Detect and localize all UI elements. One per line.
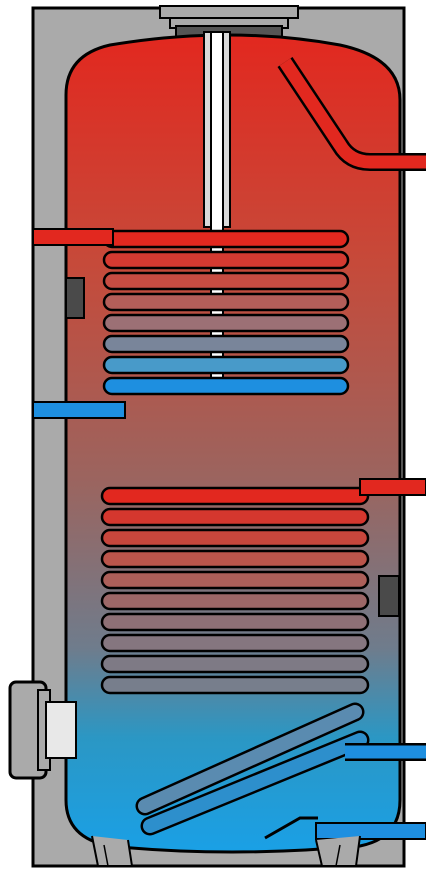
upper-coil-turn	[104, 357, 348, 373]
upper-coil-turn	[104, 252, 348, 268]
lower-coil-turn	[102, 593, 368, 609]
lower-coil-inlet-pipe	[360, 479, 426, 495]
lower-coil-turn	[102, 551, 368, 567]
upper-coil-turn	[104, 315, 348, 331]
lower-coil-turn	[102, 530, 368, 546]
temperature-sensor-lower	[379, 576, 399, 616]
lower-coil-turn	[102, 572, 368, 588]
upper-coil-inlet-pipe	[33, 229, 113, 245]
upper-coil-return-pipe	[33, 402, 125, 418]
lower-coil-turn	[102, 614, 368, 630]
lower-coil-turn	[102, 635, 368, 651]
lower-coil-turn	[102, 677, 368, 693]
temperature-sensor-upper	[66, 278, 84, 318]
upper-coil-turn	[104, 336, 348, 352]
upper-coil-turn	[104, 378, 348, 394]
lower-coil-turn	[102, 509, 368, 525]
lower-coil-turn	[102, 488, 368, 504]
upper-coil-turn	[104, 294, 348, 310]
upper-coil-turn	[104, 273, 348, 289]
upper-coil-turn	[104, 231, 348, 247]
lower-coil-turn	[102, 656, 368, 672]
